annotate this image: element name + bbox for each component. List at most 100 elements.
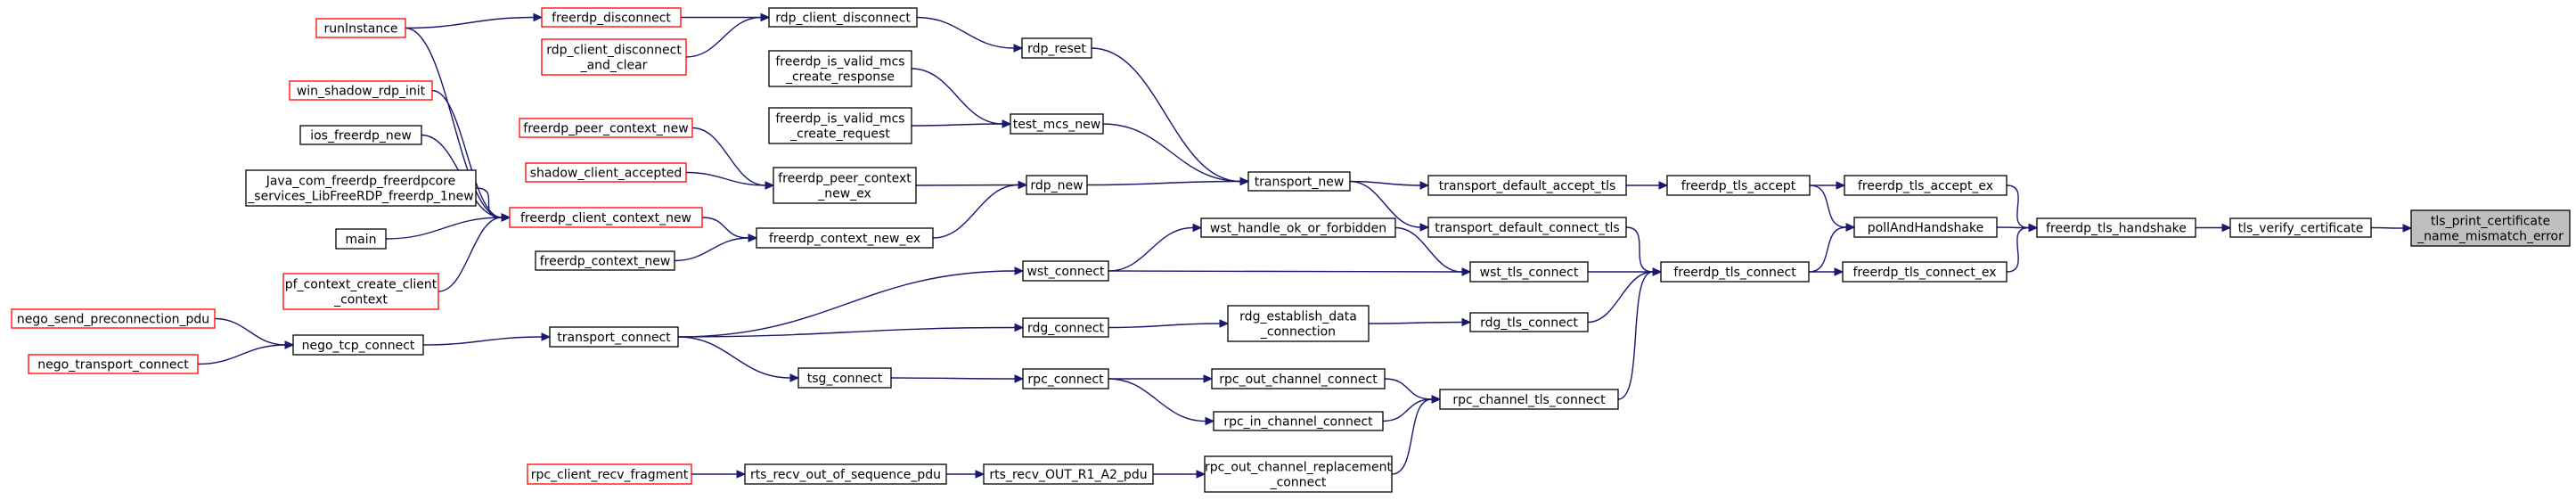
node-box	[1204, 455, 1393, 493]
node-label: _context	[333, 293, 388, 307]
node-freerdp-peer-context-new-ex[interactable]: freerdp_peer_context_new_ex	[773, 167, 917, 204]
node-rdp-reset[interactable]: rdp_reset	[1021, 37, 1092, 59]
edge-transport-default-connect-tls-to-freerdp-tls-connect	[1625, 226, 1654, 273]
edge-freerdp-tls-connect-to-pollandhandshake	[1808, 226, 1847, 273]
node-freerdp-disconnect[interactable]: freerdp_disconnect	[541, 7, 682, 28]
edge-freerdp-client-context-new-to-freerdp-context-new-ex	[701, 217, 749, 239]
node-tls-verify-certificate[interactable]: tls_verify_certificate	[2229, 217, 2372, 238]
node-win-shadow-rdp-init[interactable]: win_shadow_rdp_init	[289, 80, 433, 101]
node-rpc-out-channel-replacement-connect[interactable]: rpc_out_channel_replacement_connect	[1204, 455, 1393, 493]
node-box	[768, 7, 918, 28]
node-pf-context-create-client-context[interactable]: pf_context_create_client_context	[282, 273, 439, 310]
node-rpc-out-channel-connect[interactable]: rpc_out_channel_connect	[1211, 368, 1386, 389]
node-freerdp-is-valid-mcs-create-response[interactable]: freerdp_is_valid_mcs_create_response	[768, 50, 912, 87]
node-nego-send-preconnection-pdu[interactable]: nego_send_preconnection_pdu	[11, 308, 216, 329]
node-java-com-freerdp[interactable]: Java_com_freerdp_freerdpcore_services_Li…	[245, 169, 477, 207]
node-freerdp-context-new[interactable]: freerdp_context_new	[535, 250, 675, 271]
node-box	[335, 228, 387, 250]
node-label: wst_tls_connect	[1480, 266, 1579, 280]
node-rts-recv-out-r1-a2-pdu[interactable]: rts_recv_OUT_R1_A2_pdu	[983, 463, 1154, 485]
node-wst-connect[interactable]: wst_connect	[1022, 260, 1109, 282]
node-rpc-channel-tls-connect[interactable]: rpc_channel_tls_connect	[1439, 389, 1619, 410]
node-rdp-client-disconnect[interactable]: rdp_client_disconnect	[768, 7, 918, 28]
node-freerdp-is-valid-mcs-create-request[interactable]: freerdp_is_valid_mcs_create_request	[768, 107, 912, 144]
node-label: test_mcs_new	[1013, 118, 1100, 132]
node-tls-print-certificate-name-mismatch-error[interactable]: tls_print_certificate_name_mismatch_erro…	[2410, 209, 2571, 247]
node-shadow-client-accepted[interactable]: shadow_client_accepted	[525, 162, 687, 183]
node-nego-tcp-connect[interactable]: nego_tcp_connect	[292, 334, 424, 356]
arrowhead-icon	[748, 234, 758, 242]
node-main[interactable]: main	[335, 228, 387, 250]
edge-tsg-connect-to-rpc-connect	[890, 377, 1016, 380]
node-rdp-client-disconnect-and-clear[interactable]: rdp_client_disconnect_and_clear	[541, 38, 687, 76]
node-freerdp-tls-handshake[interactable]: freerdp_tls_handshake	[2036, 217, 2196, 238]
node-ios-freerdp-new[interactable]: ios_freerdp_new	[299, 125, 422, 145]
node-transport-connect[interactable]: transport_connect	[549, 326, 679, 348]
node-wst-handle-ok-or-forbidden[interactable]: wst_handle_ok_or_forbidden	[1200, 217, 1396, 238]
node-rpc-in-channel-connect[interactable]: rpc_in_channel_connect	[1213, 411, 1384, 431]
arrowhead-icon	[1419, 181, 1430, 190]
node-label: pollAndHandshake	[1868, 221, 1983, 235]
node-label: main	[346, 233, 377, 247]
edge-freerdp-tls-accept-ex-to-freerdp-tls-handshake	[2006, 184, 2030, 229]
arrowhead-icon	[1196, 470, 1206, 479]
arrowhead-icon	[1219, 319, 1230, 328]
node-freerdp-tls-connect[interactable]: freerdp_tls_connect	[1660, 261, 1810, 283]
node-rts-recv-out-of-sequence-pdu[interactable]: rts_recv_out_of_sequence_pdu	[744, 463, 947, 485]
arrowhead-icon	[2221, 223, 2232, 233]
edge-rpc-out-channel-connect-to-rpc-channel-tls-connect	[1384, 378, 1433, 400]
node-box	[1022, 317, 1109, 338]
node-freerdp-tls-accept[interactable]: freerdp_tls_accept	[1666, 175, 1811, 196]
node-rpc-client-recv-fragment[interactable]: rpc_client_recv_fragment	[527, 463, 692, 485]
node-label: rpc_client_recv_fragment	[531, 468, 689, 482]
node-box	[768, 50, 912, 87]
node-test-mcs-new[interactable]: test_mcs_new	[1010, 113, 1104, 135]
node-rdp-new[interactable]: rdp_new	[1026, 175, 1088, 195]
node-freerdp-peer-context-new[interactable]: freerdp_peer_context_new	[519, 118, 693, 138]
arrowhead-icon	[1014, 323, 1025, 332]
node-box	[292, 334, 424, 356]
arrowhead-icon	[1419, 223, 1430, 232]
edge-transport-connect-to-rdg-connect	[677, 326, 1016, 338]
node-label: rpc_connect	[1027, 373, 1104, 387]
node-label: rdg_connect	[1027, 322, 1105, 336]
node-label: ios_freerdp_new	[310, 129, 412, 143]
node-transport-default-connect-tls[interactable]: transport_default_connect_tls	[1427, 217, 1627, 238]
arrowhead-icon	[789, 373, 800, 382]
edge-test-mcs-new-to-transport-new	[1102, 123, 1241, 183]
node-label: rdp_client_disconnect	[546, 44, 682, 58]
node-rdg-tls-connect[interactable]: rdg_tls_connect	[1469, 312, 1589, 332]
node-label: freerdp_tls_connect	[1673, 266, 1796, 280]
node-rdg-connect[interactable]: rdg_connect	[1022, 317, 1109, 338]
nodes-layer: runInstance freerdp_disconnect rdp_client_…	[11, 7, 2571, 493]
node-label: tsg_connect	[807, 372, 883, 386]
edge-shadow-client-accepted-to-freerdp-peer-context-new-ex	[685, 171, 766, 186]
node-nego-transport-connect[interactable]: nego_transport_connect	[28, 354, 199, 374]
node-label: wst_handle_ok_or_forbidden	[1210, 222, 1386, 236]
edge-transport-new-to-transport-default-accept-tls	[1349, 180, 1421, 186]
node-box	[282, 273, 439, 310]
node-box	[527, 463, 692, 485]
node-freerdp-context-new-ex[interactable]: freerdp_context_new_ex	[756, 227, 934, 249]
node-freerdp-tls-accept-ex[interactable]: freerdp_tls_accept_ex	[1844, 175, 2008, 196]
node-freerdp-client-context-new[interactable]: freerdp_client_context_new	[509, 207, 703, 228]
node-box	[2410, 209, 2571, 247]
node-box	[1427, 217, 1627, 238]
node-wst-tls-connect[interactable]: wst_tls_connect	[1469, 261, 1589, 283]
node-transport-new[interactable]: transport_new	[1247, 171, 1351, 192]
node-label: _services_LibFreeRDP_freerdp_1new	[247, 190, 473, 204]
node-rpc-connect[interactable]: rpc_connect	[1022, 368, 1109, 389]
node-box	[289, 80, 433, 101]
node-runinstance[interactable]: runInstance	[315, 18, 406, 38]
node-transport-default-accept-tls[interactable]: transport_default_accept_tls	[1427, 175, 1627, 196]
node-freerdp-tls-connect-ex[interactable]: freerdp_tls_connect_ex	[1842, 261, 2008, 283]
node-rdg-establish-data-connection[interactable]: rdg_establish_data_connection	[1227, 305, 1370, 342]
edge-freerdp-tls-connect-ex-to-freerdp-tls-handshake	[2006, 226, 2030, 273]
node-box	[2229, 217, 2372, 238]
node-label: nego_tcp_connect	[302, 339, 415, 353]
node-label: rdg_establish_data	[1239, 310, 1357, 324]
node-box	[1022, 260, 1109, 282]
arrowhead-icon	[1652, 267, 1663, 276]
node-tsg-connect[interactable]: tsg_connect	[797, 367, 892, 389]
node-pollandhandshake[interactable]: pollAndHandshake	[1853, 217, 1998, 238]
